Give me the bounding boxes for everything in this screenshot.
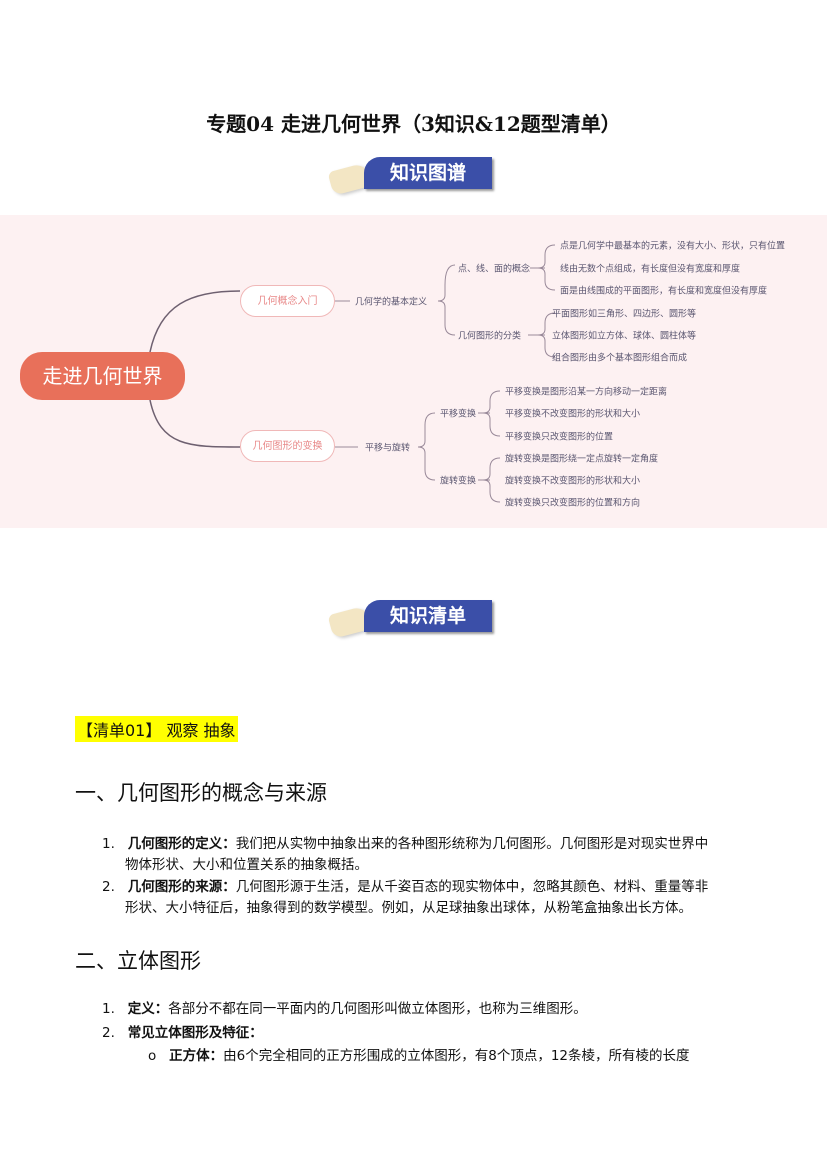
list-item-1: 1. 几何图形的定义：我们把从实物中抽象出来的各种图形统称为几何图形。几何图形是… <box>102 832 708 852</box>
item-term: 定义： <box>127 1001 169 1017</box>
knowledge-map-badge: 知识图谱 <box>327 153 495 196</box>
item-text: 我们把从实物中抽象出来的各种图形统称为几何图形。几何图形是对现实世界中 <box>235 836 709 852</box>
node-rotation: 旋转变换 <box>440 476 477 487</box>
list-item-1: 1. 定义：各部分不都在同一平面内的几何图形叫做立体图形，也称为三维图形。 <box>102 997 587 1017</box>
node-point-line-plane: 点、线、面的概念 <box>458 264 531 275</box>
leaf: 旋转变换是图形绕一定点旋转一定角度 <box>505 454 659 465</box>
node-basic-definitions: 几何学的基本定义 <box>355 297 428 308</box>
item-number: 2. <box>102 1025 115 1041</box>
leaf: 平移变换不改变图形的形状和大小 <box>505 409 641 420</box>
badge-label: 知识清单 <box>364 600 492 632</box>
mind-map-root: 走进几何世界 <box>20 352 185 400</box>
badge-label: 知识图谱 <box>364 157 492 189</box>
item-number: 2. <box>102 879 115 895</box>
item-term: 正方体： <box>169 1048 224 1064</box>
leaf: 平移变换是图形沿某一方向移动一定距离 <box>505 387 668 398</box>
section-heading: 一、几何图形的概念与来源 <box>75 781 327 805</box>
item-text-cont: 物体形状、大小和位置关系的抽象概括。 <box>125 857 368 873</box>
list-tag: 【清单01】 观察 抽象 <box>75 716 238 742</box>
mind-map: 走进几何世界 几何概念入门 几何学的基本定义 点、线、面的概念 点是几何学中最基… <box>0 215 827 528</box>
list-item-2: 2. 常见立体图形及特征： <box>102 1021 263 1041</box>
knowledge-list-badge: 知识清单 <box>327 596 495 639</box>
node-translation: 平移变换 <box>440 409 477 420</box>
branch-transformations: 几何图形的变换 <box>240 430 335 462</box>
item-number: 1. <box>102 1001 115 1017</box>
leaf: 立体图形如立方体、球体、圆柱体等 <box>552 331 697 342</box>
node-classification: 几何图形的分类 <box>458 331 522 342</box>
leaf: 旋转变换不改变图形的形状和大小 <box>505 476 641 487</box>
branch-concepts: 几何概念入门 <box>240 285 335 317</box>
mind-map-connectors <box>149 244 556 503</box>
bullet: o <box>148 1048 157 1064</box>
section-heading: 二、立体图形 <box>75 949 201 973</box>
list-item-2: 2. 几何图形的来源：几何图形源于生活，是从千姿百态的现实物体中，忽略其颜色、材… <box>102 875 708 895</box>
item-number: 1. <box>102 836 115 852</box>
leaf: 线由无数个点组成，有长度但没有宽度和厚度 <box>560 264 741 275</box>
leaf: 面是由线围成的平面图形，有长度和宽度但没有厚度 <box>560 286 768 297</box>
leaf: 点是几何学中最基本的元素，没有大小、形状，只有位置 <box>560 241 786 252</box>
item-text: 各部分不都在同一平面内的几何图形叫做立体图形，也称为三维图形。 <box>168 1001 587 1017</box>
leaf: 组合图形由多个基本图形组合而成 <box>552 353 688 364</box>
page-title: 专题04 走进几何世界（3知识&12题型清单） <box>206 112 621 136</box>
item-term: 几何图形的来源： <box>127 879 236 895</box>
leaf: 平面图形如三角形、四边形、圆形等 <box>552 309 697 320</box>
sub-item: o 正方体：由6个完全相同的正方形围成的立体图形，有8个顶点，12条棱，所有棱的… <box>148 1044 690 1064</box>
item-text: 由6个完全相同的正方形围成的立体图形，有8个顶点，12条棱，所有棱的长度 <box>223 1048 690 1064</box>
item-term: 几何图形的定义： <box>127 836 236 852</box>
item-text-cont: 形状、大小特征后，抽象得到的数学模型。例如，从足球抽象出球体，从粉笔盒抽象出长方… <box>125 900 692 916</box>
leaf: 旋转变换只改变图形的位置和方向 <box>505 498 641 509</box>
node-translation-rotation: 平移与旋转 <box>365 443 411 454</box>
leaf: 平移变换只改变图形的位置 <box>505 432 614 443</box>
item-term: 常见立体图形及特征： <box>127 1025 263 1041</box>
item-text: 几何图形源于生活，是从千姿百态的现实物体中，忽略其颜色、材料、重量等非 <box>235 879 709 895</box>
